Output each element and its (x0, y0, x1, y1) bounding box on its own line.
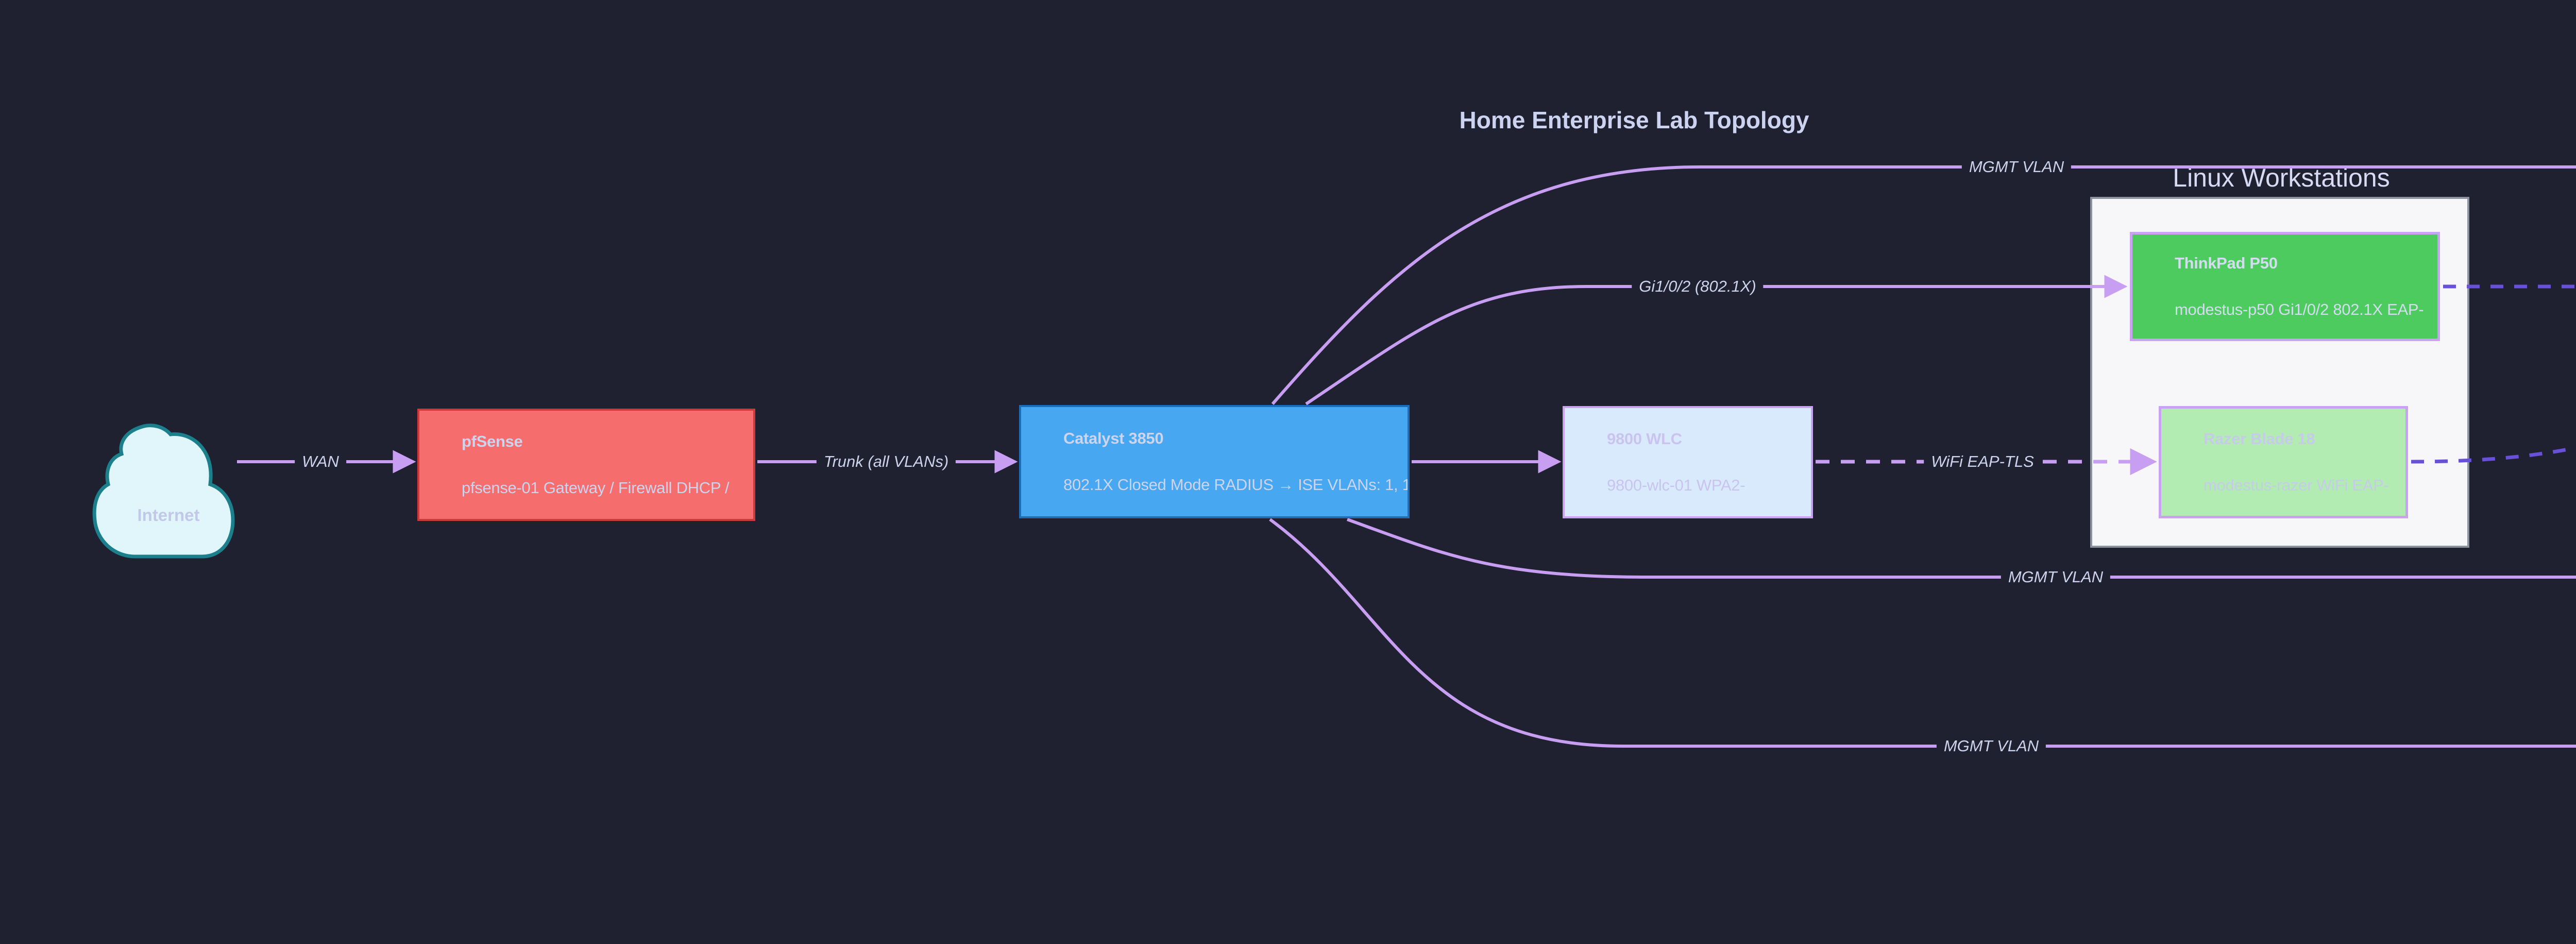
catalyst-subtitle: 802.1X Closed Mode RADIUS → ISE VLANs: 1… (1063, 476, 1410, 494)
thinkpad-title: ThinkPad P50 (2175, 254, 2278, 272)
wlc-node: 9800 WLC 9800-wlc-01 WPA2- (1563, 406, 1813, 518)
edge-label-wan: WAN (295, 450, 346, 473)
internet-cloud-shape (92, 424, 235, 559)
edge-label-mgmt-mid: MGMT VLAN (2001, 566, 2111, 588)
catalyst-title: Catalyst 3850 (1063, 429, 1164, 447)
edge-mgmt-ise (1271, 165, 2576, 405)
wlc-title: 9800 WLC (1607, 430, 1682, 448)
razer-node: Razer Blade 18 modestus-razer WiFi EAP- (2159, 406, 2408, 518)
thinkpad-node: ThinkPad P50 modestus-p50 Gi1/0/2 802.1X… (2130, 232, 2440, 341)
pfsense-title: pfSense (462, 432, 523, 450)
razer-subtitle: modestus-razer WiFi EAP- (2204, 476, 2389, 494)
catalyst-node: Catalyst 3850 802.1X Closed Mode RADIUS … (1019, 405, 1410, 518)
edge-label-wifi: WiFi EAP-TLS (1924, 450, 2041, 473)
edge-mgmt-windc (1346, 518, 2576, 579)
diagram-title: Home Enterprise Lab Topology (1459, 107, 1809, 133)
wlc-subtitle: 9800-wlc-01 WPA2- (1607, 476, 1745, 494)
edge-radius-razer-ise (2411, 446, 2576, 464)
pfsense-node: pfSense pfsense-01 Gateway / Firewall DH… (417, 409, 755, 521)
edge-label-trunk: Trunk (all VLANs) (816, 450, 956, 473)
edge-label-mgmt-top: MGMT VLAN (1961, 156, 2072, 178)
edge-mgmt-nas (1269, 518, 2576, 748)
edge-gi102 (1305, 275, 2128, 406)
edge-label-mgmt-bottom: MGMT VLAN (1936, 735, 2046, 757)
razer-title: Razer Blade 18 (2204, 430, 2315, 448)
thinkpad-subtitle: modestus-p50 Gi1/0/2 802.1X EAP- (2175, 300, 2424, 318)
pfsense-subtitle: pfsense-01 Gateway / Firewall DHCP / (462, 479, 730, 497)
edge-label-gi102: Gi1/0/2 (802.1X) (1632, 275, 1764, 298)
internet-node-label: Internet (137, 505, 200, 525)
